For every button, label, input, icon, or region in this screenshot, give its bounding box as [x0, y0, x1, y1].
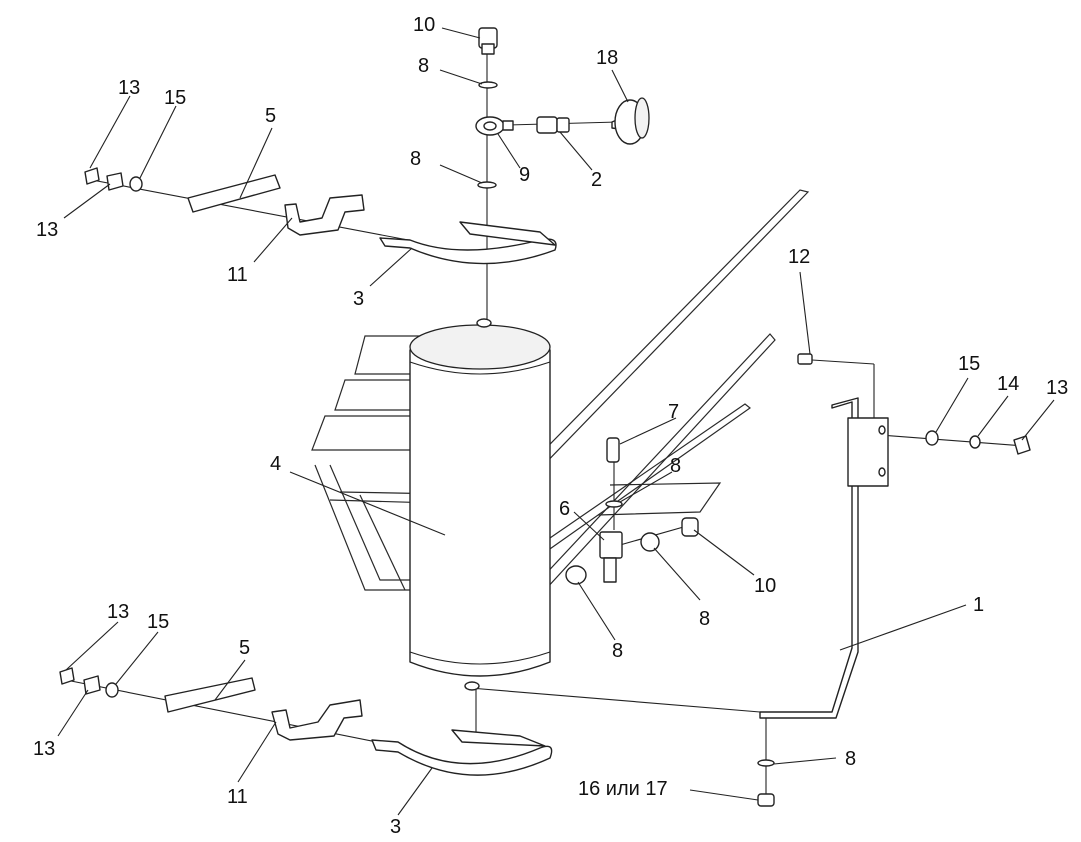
label-part-1: 1 — [973, 594, 984, 616]
label-part-5-top: 5 — [265, 105, 276, 127]
label-part-8-b: 8 — [410, 148, 421, 170]
label-part-18: 18 — [596, 47, 618, 69]
label-part-11-bottom: 11 — [227, 786, 248, 808]
label-part-9: 9 — [519, 164, 530, 186]
part-labels: 10 8 18 8 9 2 13 15 5 13 11 3 12 4 7 15 … — [33, 14, 1068, 838]
assembly-axes — [65, 50, 1026, 800]
label-part-13-b: 13 — [36, 219, 58, 241]
label-part-2: 2 — [591, 169, 602, 191]
label-part-15-c: 15 — [147, 611, 169, 633]
label-part-13-e: 13 — [33, 738, 55, 760]
watermark-logo — [311, 189, 810, 591]
label-part-13-a: 13 — [118, 77, 140, 99]
label-part-8-e: 8 — [612, 640, 623, 662]
label-part-3-top: 3 — [353, 288, 364, 310]
label-part-6: 6 — [559, 498, 570, 520]
top-fittings — [475, 27, 650, 189]
leader-lines — [57, 27, 1055, 816]
label-part-15-b: 15 — [958, 353, 980, 375]
label-part-10-side: 10 — [754, 575, 776, 597]
label-part-4: 4 — [270, 453, 281, 475]
label-part-16-17: 16 или 17 — [578, 778, 668, 800]
label-part-8-c: 8 — [670, 455, 681, 477]
label-part-11-top: 11 — [227, 264, 248, 286]
label-part-15-a: 15 — [164, 87, 186, 109]
label-part-3-bottom: 3 — [390, 816, 401, 838]
label-part-14: 14 — [997, 373, 1019, 395]
label-part-13-c: 13 — [1046, 377, 1068, 399]
label-part-8-d: 8 — [699, 608, 710, 630]
label-part-10-top: 10 — [413, 14, 435, 36]
label-part-5-bottom: 5 — [239, 637, 250, 659]
label-part-13-d: 13 — [107, 601, 129, 623]
air-tank — [409, 318, 551, 691]
bottom-clamp-set — [59, 667, 553, 776]
label-part-7: 7 — [668, 401, 679, 423]
label-part-8-f: 8 — [845, 748, 856, 770]
label-part-8-a: 8 — [418, 55, 429, 77]
top-clamp-set — [84, 167, 557, 265]
label-part-12: 12 — [788, 246, 810, 268]
tank-bracket — [757, 353, 1031, 807]
side-valve-assembly — [565, 437, 699, 585]
